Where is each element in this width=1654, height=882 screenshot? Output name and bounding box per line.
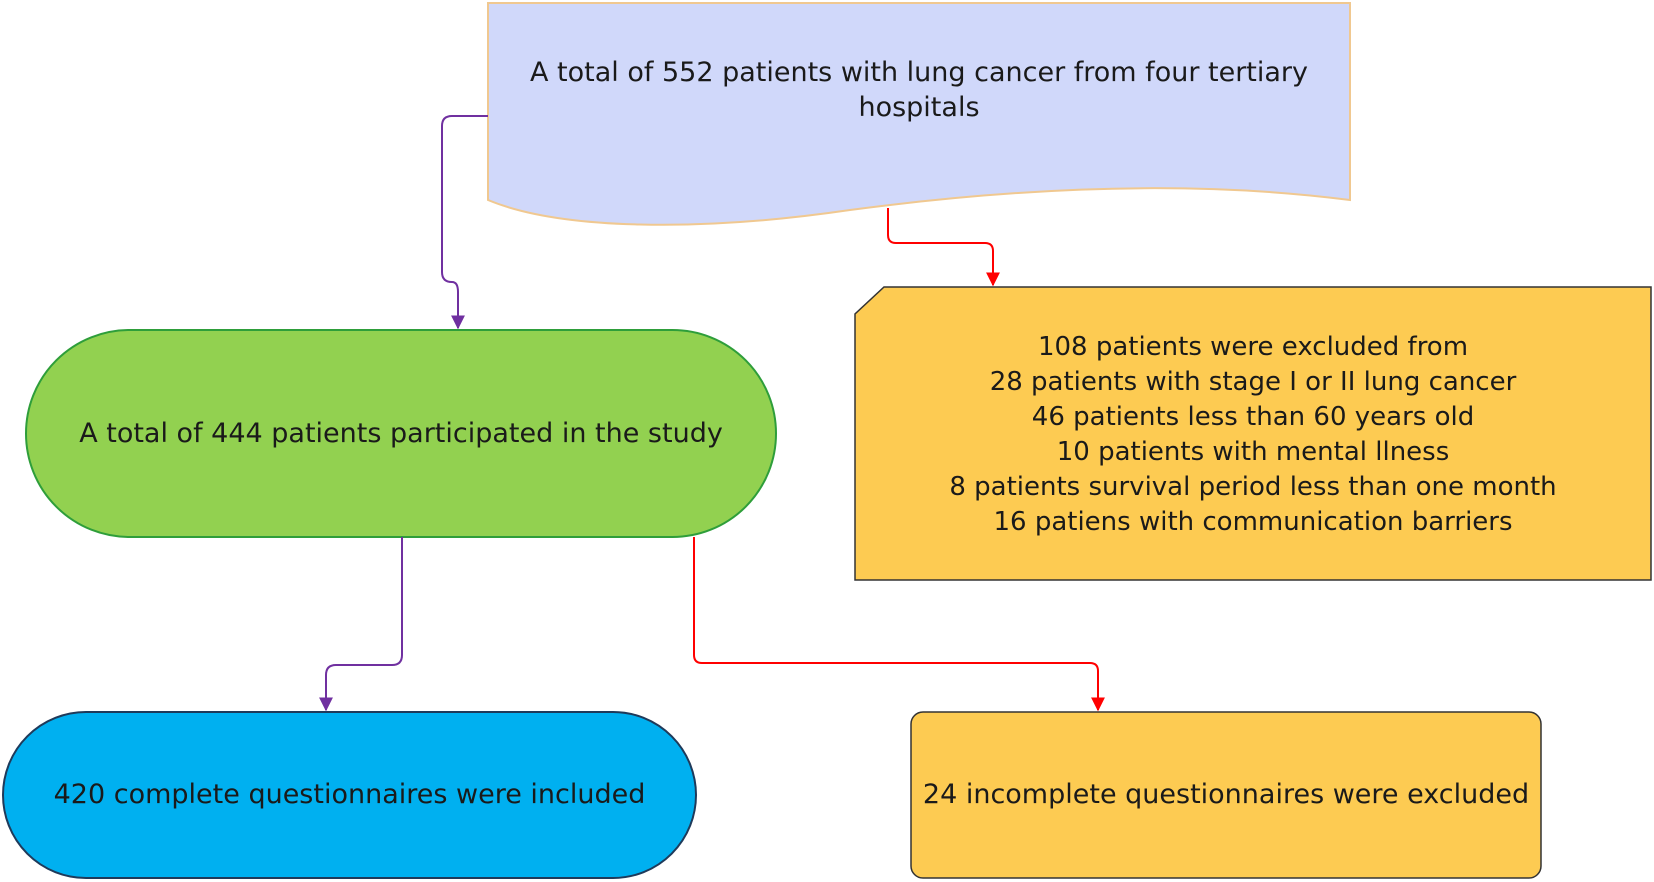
exclusion-line: 8 patients survival period less than one…: [949, 472, 1557, 502]
connector-participants-to-included: [319, 537, 403, 712]
exclusion-line: 46 patients less than 60 years old: [1031, 402, 1475, 432]
exclusion-line: 108 patients were excluded from: [1037, 332, 1469, 362]
connector-source-to-exclusion: [887, 208, 1000, 287]
exclusion-line: 28 patients with stage I or II lung canc…: [989, 367, 1517, 397]
included-node-label: 420 complete questionnaires were include…: [53, 779, 646, 811]
exclusion-card-shape: [854, 286, 1652, 581]
exclusion-line: 10 patients with mental llness: [1056, 437, 1450, 467]
exclusion-node-text: 108 patients were excluded from 28 patie…: [855, 310, 1651, 560]
source-document-shape: [487, 2, 1351, 226]
exclusion-line: 16 patiens with communication barriers: [993, 507, 1513, 537]
source-node-label: A total of 552 patients with lung cancer…: [529, 56, 1309, 123]
connector-participants-to-incomplete: [693, 537, 1105, 712]
included-stadium-shape: [2, 711, 697, 879]
incomplete-box-shape: [910, 711, 1542, 879]
incomplete-node-label: 24 incomplete questionnaires were exclud…: [922, 779, 1530, 811]
participants-node-label: A total of 444 patients participated in …: [79, 417, 723, 449]
connector-source-to-participants: [441, 115, 488, 330]
